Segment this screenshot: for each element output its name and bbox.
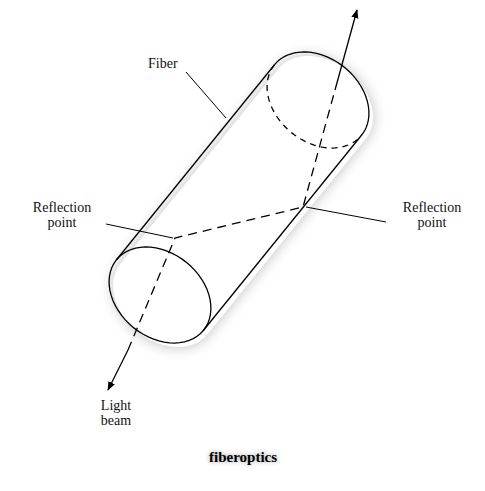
point-label: Reflection point [392, 200, 472, 230]
part-label: Fiber [148, 56, 178, 71]
point-label: Reflection point [22, 200, 102, 230]
fiber-end-face [109, 247, 211, 343]
figure-caption: fiberoptics [209, 449, 277, 466]
leader-line [106, 224, 173, 238]
fiber-shadow [113, 56, 373, 347]
leader-line [306, 207, 386, 222]
light-beam-arrow [108, 350, 128, 390]
fiber-end-edge [274, 52, 368, 135]
fiber-side [204, 135, 362, 330]
fiber-hidden-edge [267, 65, 361, 148]
leader-line [186, 72, 226, 118]
fiber-body [113, 56, 373, 347]
light-beam-path [128, 90, 335, 350]
fiber-side [116, 65, 274, 260]
beam-label: Light beam [86, 398, 146, 428]
light-beam-arrow [335, 10, 357, 90]
